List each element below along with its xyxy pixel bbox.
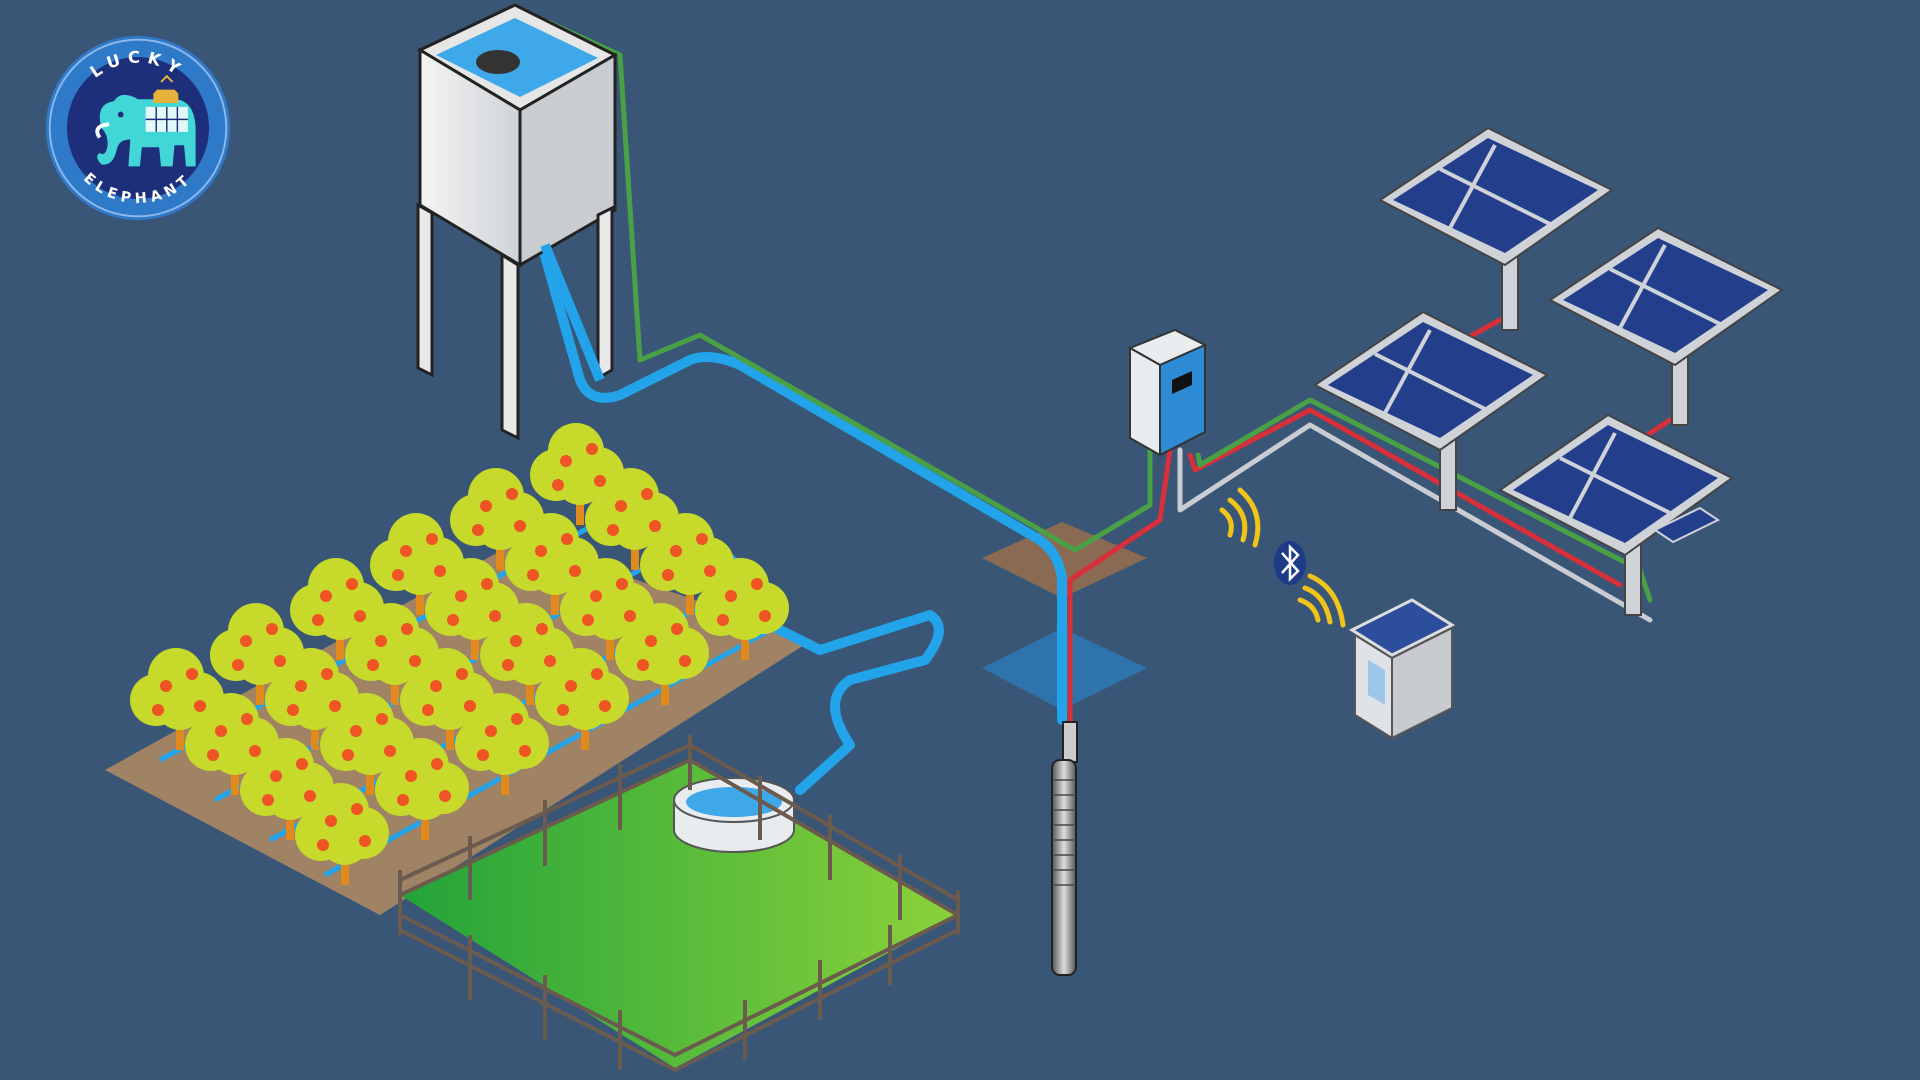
tree-icon	[400, 648, 494, 750]
tree-icon	[320, 693, 414, 795]
tree-icon	[450, 468, 544, 570]
pump-icon	[1051, 721, 1078, 976]
tree-icon	[530, 423, 624, 525]
fence	[398, 735, 960, 1073]
remote-monitor	[1348, 598, 1456, 740]
wireless-signal-icon	[1219, 487, 1346, 628]
tree-icon	[560, 558, 654, 660]
tree-icon	[695, 558, 789, 660]
tree-icon	[375, 738, 469, 840]
water-tower	[416, 3, 619, 441]
tree-icon	[480, 603, 574, 705]
tree-icon	[535, 648, 629, 750]
solar-array	[1313, 126, 1784, 616]
solar-panel-icon	[1313, 310, 1549, 511]
solar-panel-icon	[1378, 126, 1614, 331]
solar-panel-icon	[1548, 226, 1784, 426]
pasture	[400, 760, 958, 1068]
bluetooth-icon	[1274, 541, 1306, 585]
tree-icon	[640, 513, 734, 615]
lucky-elephant-logo: LUCKY ELEPHANT	[45, 35, 231, 221]
tree-icon	[455, 693, 549, 795]
solar-panel-icon	[1498, 413, 1734, 616]
tree-icon	[345, 603, 439, 705]
tree-icon	[615, 603, 709, 705]
tree-icon	[425, 558, 519, 660]
tree-icon	[295, 783, 389, 885]
elephant-icon	[95, 74, 196, 167]
pump-inverter	[1127, 328, 1208, 457]
soil-plane	[982, 522, 1147, 598]
tree-icon	[185, 693, 279, 795]
tree-icon	[130, 648, 224, 750]
tree-icon	[240, 738, 334, 840]
orchard	[130, 423, 789, 885]
